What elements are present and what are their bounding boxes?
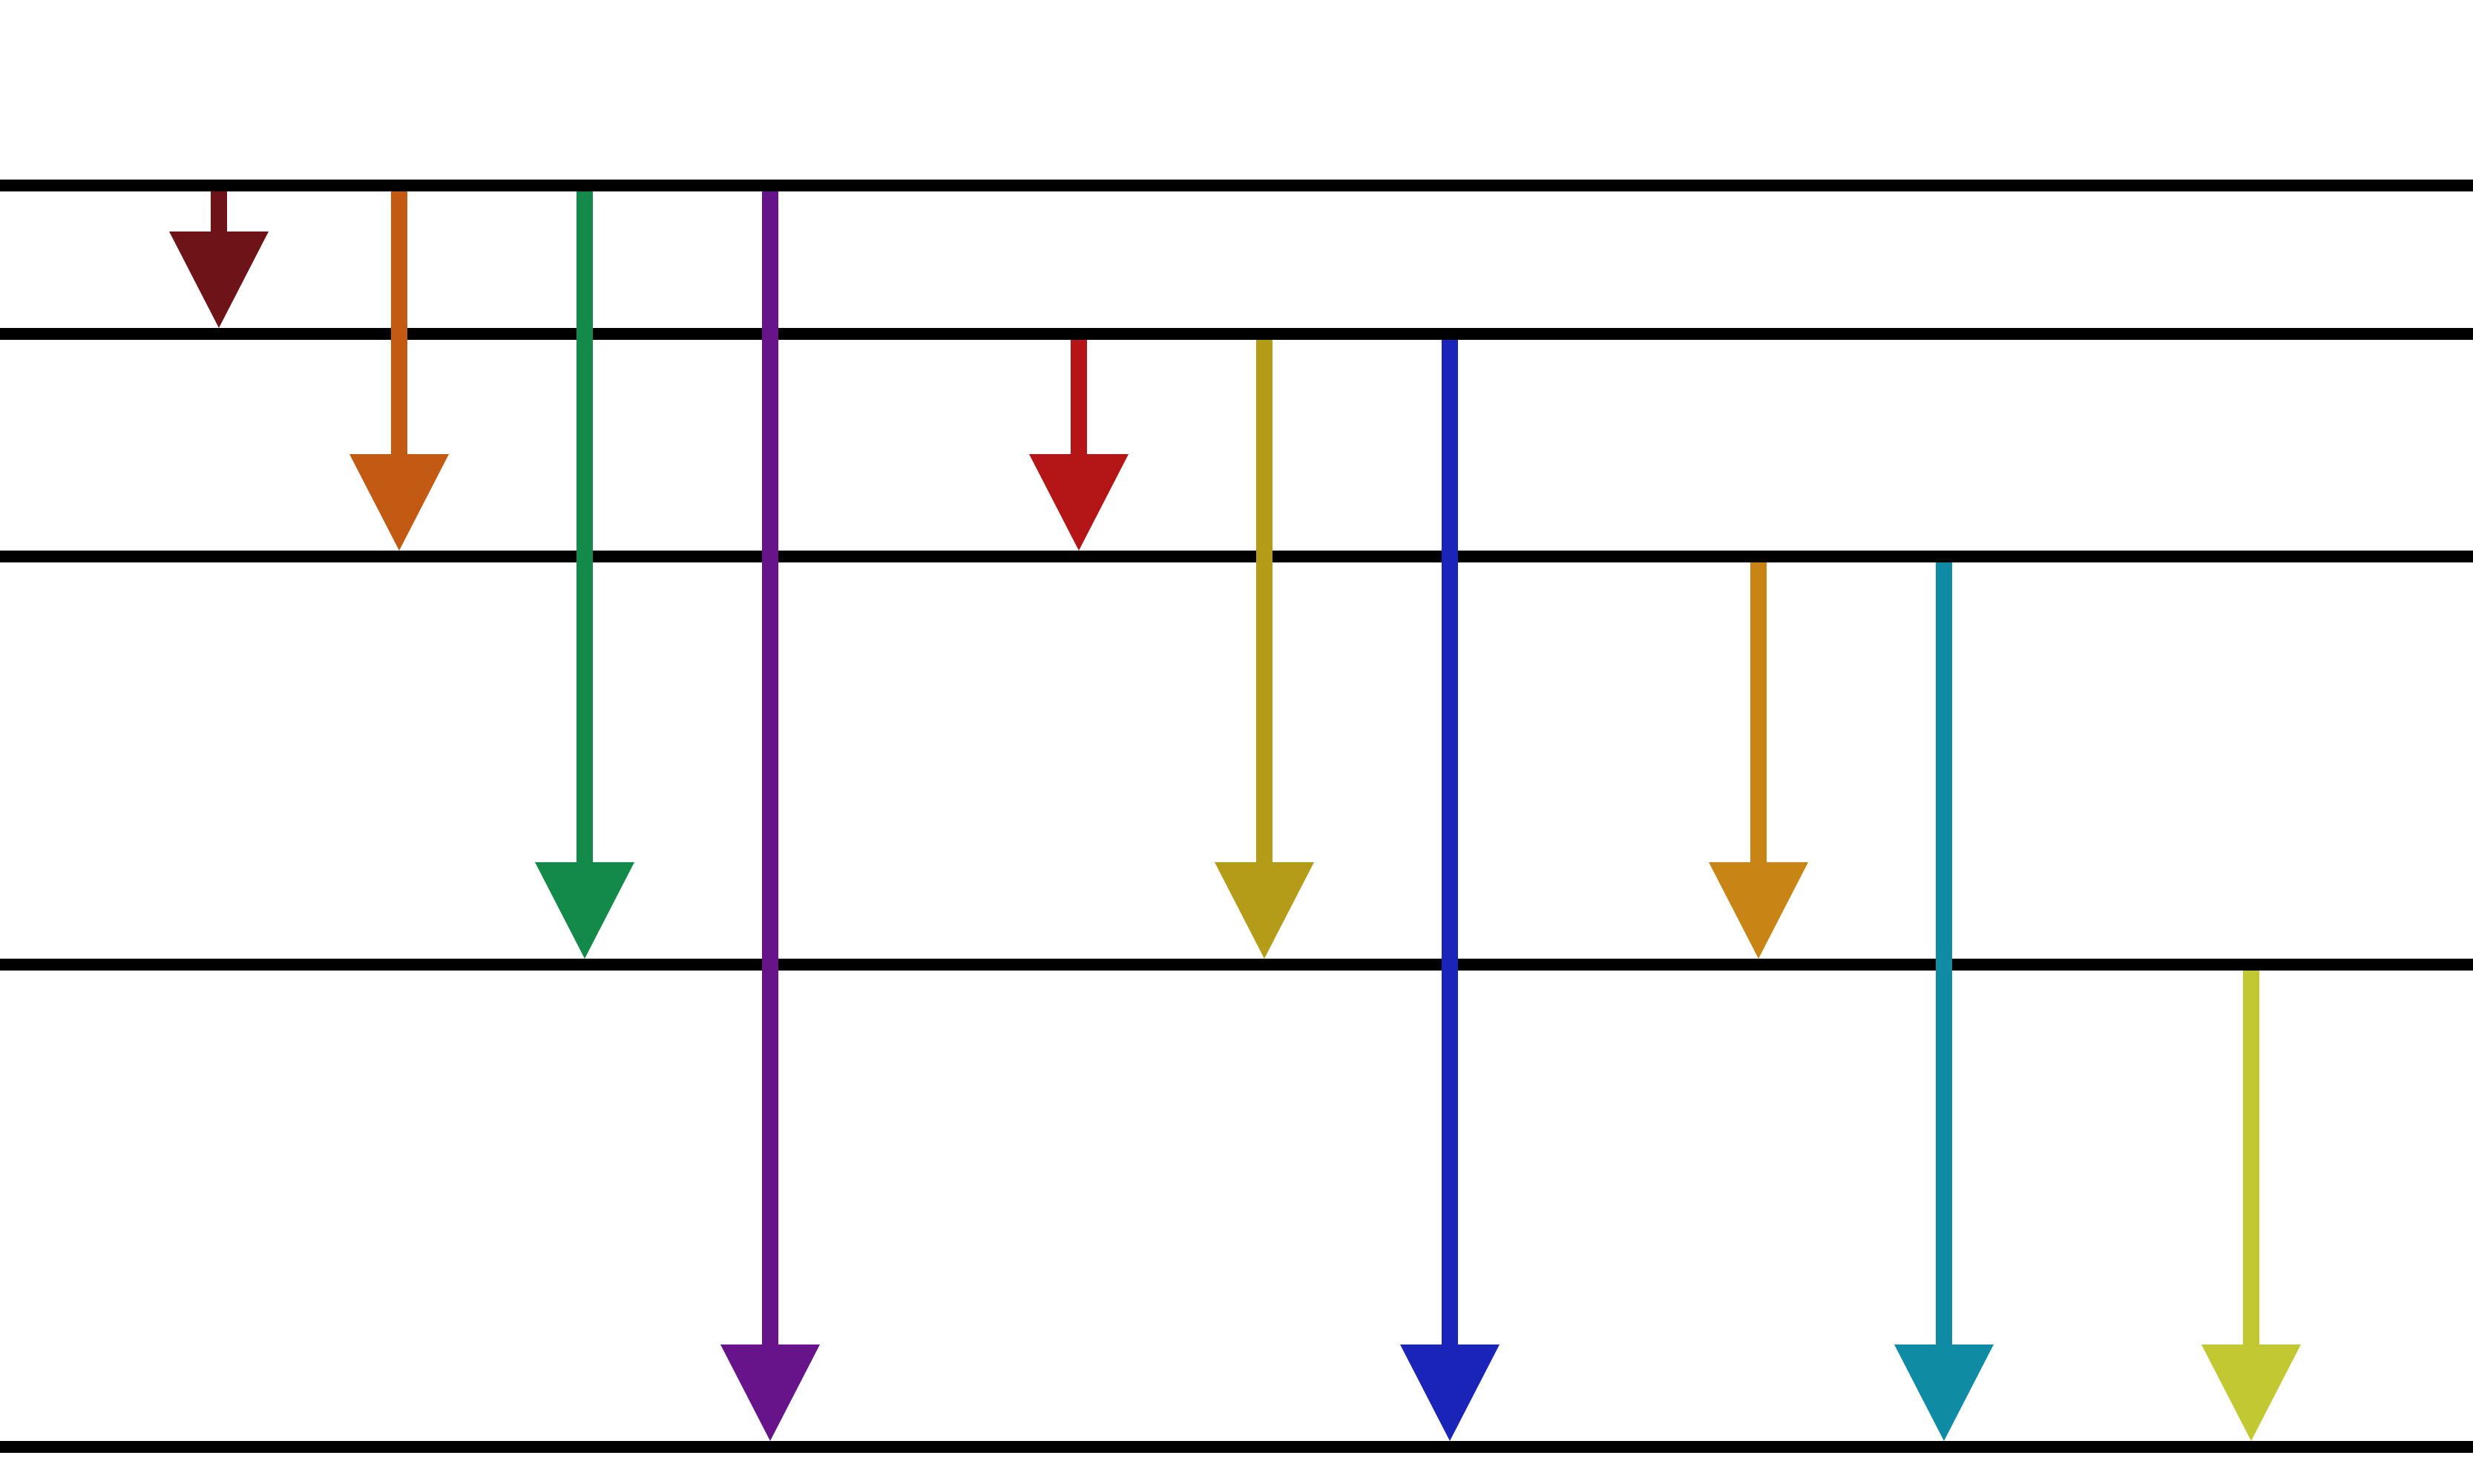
arrow-head xyxy=(2201,1345,2301,1441)
arrow-head xyxy=(1894,1345,1994,1441)
arrow-shaft xyxy=(211,191,227,232)
arrow-head xyxy=(169,232,269,328)
energy-level-line-2 xyxy=(0,328,2473,340)
arrow-shaft xyxy=(762,191,778,1345)
energy-level-line-5 xyxy=(0,1441,2473,1453)
transition-arrow-2-to-5 xyxy=(1400,340,1500,1441)
arrow-head xyxy=(349,454,449,551)
arrow-shaft xyxy=(1256,340,1272,863)
transition-arrow-3-to-4 xyxy=(1709,562,1808,959)
arrow-head xyxy=(1400,1345,1500,1441)
transition-arrow-1-to-3 xyxy=(349,191,449,551)
arrow-head xyxy=(535,862,634,959)
energy-level-line-3 xyxy=(0,551,2473,562)
transition-arrow-4-to-5 xyxy=(2201,971,2301,1441)
transition-arrow-1-to-5 xyxy=(720,191,820,1441)
arrow-head xyxy=(720,1345,820,1441)
arrow-shaft xyxy=(577,191,593,863)
arrow-shaft xyxy=(1750,562,1767,863)
energy-level-line-1 xyxy=(0,180,2473,191)
arrow-head xyxy=(1709,862,1808,959)
arrow-shaft xyxy=(1071,340,1087,455)
transition-arrow-1-to-2 xyxy=(169,191,269,328)
energy-level-line-4 xyxy=(0,959,2473,971)
arrow-head xyxy=(1029,454,1129,551)
arrow-shaft xyxy=(2243,971,2259,1345)
arrow-head xyxy=(1215,862,1314,959)
arrow-shaft xyxy=(1936,562,1952,1345)
transition-arrow-1-to-4 xyxy=(535,191,634,959)
arrow-shaft xyxy=(391,191,407,455)
transition-arrow-2-to-4 xyxy=(1215,340,1314,959)
arrow-shaft xyxy=(1442,340,1458,1345)
transition-arrow-3-to-5 xyxy=(1894,562,1994,1441)
transition-arrow-2-to-3 xyxy=(1029,340,1129,551)
